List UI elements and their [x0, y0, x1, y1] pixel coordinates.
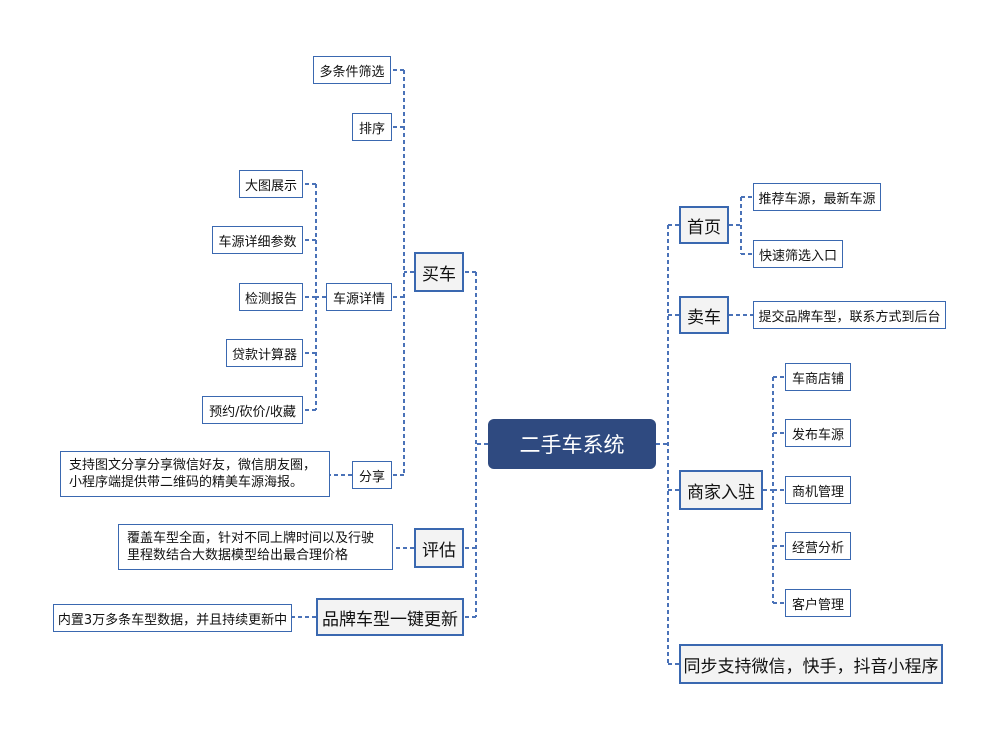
- topic-multi-filter[interactable]: 多条件筛选: [313, 56, 391, 84]
- sell-description: 提交品牌车型，联系方式到后台: [753, 301, 946, 329]
- topic-dealer-shop[interactable]: 车商店铺: [785, 363, 851, 391]
- topic-quick-filter[interactable]: 快速筛选入口: [753, 240, 843, 268]
- topic-sell-car[interactable]: 卖车: [679, 296, 729, 334]
- topic-car-detail[interactable]: 车源详情: [326, 283, 392, 311]
- topic-buy-car[interactable]: 买车: [414, 252, 464, 292]
- topic-inspection-report[interactable]: 检测报告: [239, 283, 303, 311]
- topic-merchant-join[interactable]: 商家入驻: [679, 470, 763, 510]
- topic-publish-car[interactable]: 发布车源: [785, 419, 851, 447]
- topic-sync-miniprogram[interactable]: 同步支持微信，快手，抖音小程序: [679, 644, 943, 684]
- topic-lead-management[interactable]: 商机管理: [785, 476, 851, 504]
- topic-sort[interactable]: 排序: [352, 113, 392, 141]
- topic-recommend-cars[interactable]: 推荐车源，最新车源: [753, 183, 881, 211]
- evaluate-description: 覆盖车型全面，针对不同上牌时间以及行驶里程数结合大数据模型给出最合理价格: [118, 524, 393, 570]
- share-description: 支持图文分享分享微信好友，微信朋友圈，小程序端提供带二维码的精美车源海报。: [60, 451, 330, 497]
- root-topic[interactable]: 二手车系统: [488, 419, 656, 469]
- topic-home[interactable]: 首页: [679, 206, 729, 244]
- topic-evaluate[interactable]: 评估: [414, 528, 464, 568]
- topic-car-params[interactable]: 车源详细参数: [212, 226, 303, 254]
- topic-share[interactable]: 分享: [352, 461, 392, 489]
- topic-brand-update[interactable]: 品牌车型一键更新: [316, 598, 464, 636]
- topic-large-image[interactable]: 大图展示: [239, 170, 303, 198]
- topic-customer-management[interactable]: 客户管理: [785, 589, 851, 617]
- topic-reserve-bargain-fav[interactable]: 预约/砍价/收藏: [202, 396, 303, 424]
- topic-loan-calculator[interactable]: 贷款计算器: [226, 339, 303, 367]
- brand-update-description: 内置3万多条车型数据，并且持续更新中: [53, 604, 292, 632]
- topic-business-analysis[interactable]: 经营分析: [785, 532, 851, 560]
